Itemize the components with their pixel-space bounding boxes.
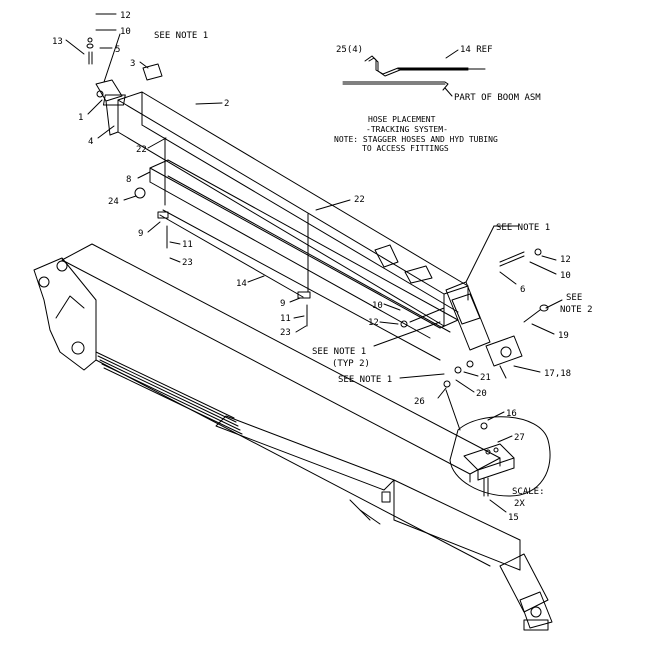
see-note-1-low: SEE NOTE 1 <box>338 375 392 385</box>
see-note-1-right: SEE NOTE 1 <box>496 223 550 233</box>
callout-26: 26 <box>414 397 425 407</box>
callout-10-mid: 10 <box>372 301 383 311</box>
callout-12-top: 12 <box>120 11 131 21</box>
part-of-boom-label: PART OF BOOM ASM <box>454 93 541 103</box>
callout-13: 13 <box>52 37 63 47</box>
boom-tip-assembly <box>400 248 549 388</box>
see-note-1-typ-line1: SEE NOTE 1 <box>312 347 366 357</box>
callout-1: 1 <box>78 113 83 123</box>
inset-subtitle: -TRACKING SYSTEM- <box>366 125 448 134</box>
callout-12-right: 12 <box>560 255 571 265</box>
callout-22-b: 22 <box>354 195 365 205</box>
callout-21: 21 <box>480 373 491 383</box>
callout-2: 2 <box>224 99 229 109</box>
callout-20: 20 <box>476 389 487 399</box>
callout-25: 25(4) <box>336 45 363 55</box>
inset-note-line2: TO ACCESS FITTINGS <box>362 144 449 153</box>
see-note-2-line2: NOTE 2 <box>560 305 593 315</box>
callout-19: 19 <box>558 331 569 341</box>
callout-labels: 12 10 13 5 SEE NOTE 1 3 1 4 2 22 8 24 9 … <box>52 11 593 523</box>
callout-11-a: 11 <box>182 240 193 250</box>
detail-circle <box>449 416 551 497</box>
inset-note-line1: NOTE: STAGGER HOSES AND HYD TUBING <box>334 135 498 144</box>
callout-24: 24 <box>108 197 119 207</box>
callout-10-top: 10 <box>120 27 131 37</box>
scale-label: SCALE: <box>512 487 545 497</box>
callout-9-b: 9 <box>280 299 285 309</box>
callout-10-right: 10 <box>560 271 571 281</box>
scale-value: 2X <box>514 499 525 509</box>
callout-6: 6 <box>520 285 525 295</box>
callout-3: 3 <box>130 59 135 69</box>
hose-placement-inset <box>342 49 486 97</box>
callout-4: 4 <box>88 137 93 147</box>
callout-17-18: 17,18 <box>544 369 571 379</box>
see-note-2-line1: SEE <box>566 293 582 303</box>
see-note-1-typ-line2: (TYP 2) <box>332 359 370 369</box>
callout-22-a: 22 <box>136 145 147 155</box>
callout-12-mid: 12 <box>368 318 379 328</box>
callout-9-a: 9 <box>138 229 143 239</box>
callout-8: 8 <box>126 175 131 185</box>
callout-27: 27 <box>514 433 525 443</box>
lower-boom <box>33 243 553 631</box>
inset-title: HOSE PLACEMENT <box>368 115 436 124</box>
callout-14: 14 <box>236 279 247 289</box>
callout-14-ref: 14 REF <box>460 45 493 55</box>
callout-16: 16 <box>506 409 517 419</box>
callout-11-b: 11 <box>280 314 291 324</box>
inset-labels: 25(4) 14 REF PART OF BOOM ASM HOSE PLACE… <box>334 45 541 153</box>
see-note-1-top: SEE NOTE 1 <box>154 31 208 41</box>
callout-23-b: 23 <box>280 328 291 338</box>
callout-23-a: 23 <box>182 258 193 268</box>
leader-lines <box>65 13 563 513</box>
callout-15: 15 <box>508 513 519 523</box>
callout-5: 5 <box>115 45 120 55</box>
